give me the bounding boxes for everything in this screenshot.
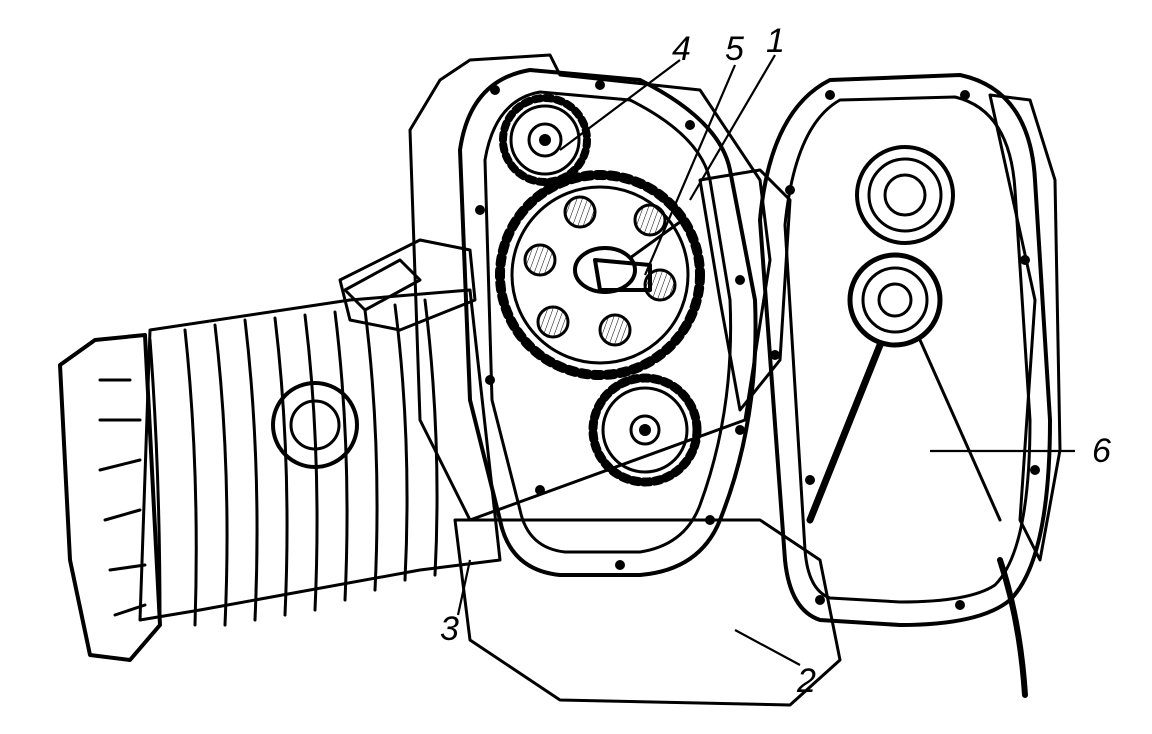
oil-tube (806, 341, 884, 524)
timing-cover-removed (758, 73, 1062, 698)
leader-lines (456, 54, 1075, 666)
callout-6: 6 (1092, 432, 1111, 470)
cylinder-barrel (138, 288, 502, 622)
gear-large (495, 170, 705, 380)
cover-bolts-right (770, 90, 1040, 610)
cover-inner (783, 95, 1032, 604)
intake-manifold (338, 238, 477, 332)
callout-labels: 1 2 3 4 5 6 (440, 22, 1111, 700)
leader-5 (643, 64, 737, 276)
cylinder (58, 238, 502, 662)
callout-3: 3 (440, 610, 459, 648)
leader-4 (559, 59, 681, 151)
timing-cover-gasket (458, 68, 758, 577)
leader-2 (734, 629, 801, 666)
callout-2: 2 (796, 662, 816, 700)
cylinder-head (58, 333, 162, 662)
cylinder-head-detail (98, 378, 147, 617)
leader-1 (689, 54, 776, 201)
crank-hub (573, 246, 637, 294)
timing-gear-housing (458, 68, 758, 577)
cable (997, 557, 1028, 698)
callout-1: 1 (766, 22, 785, 60)
bearing-upper (855, 145, 955, 245)
bearing-middle (847, 252, 943, 348)
rear-housing (698, 168, 792, 412)
crankshaft-key (593, 258, 652, 292)
callout-5: 5 (725, 30, 744, 68)
crankcase-body (453, 518, 842, 707)
cylinder-fins (148, 298, 439, 627)
spark-plug-boss (271, 381, 359, 469)
callout-4: 4 (672, 30, 691, 68)
leader-3 (456, 559, 472, 616)
engine-block (408, 53, 842, 707)
cover-outer (758, 73, 1052, 627)
side-housing (988, 93, 1062, 562)
gear-4 (499, 94, 591, 186)
cover-bolts (475, 80, 745, 570)
upper-housing (408, 53, 772, 522)
timing-cover-inner (483, 90, 733, 554)
gear-lower (588, 373, 702, 487)
